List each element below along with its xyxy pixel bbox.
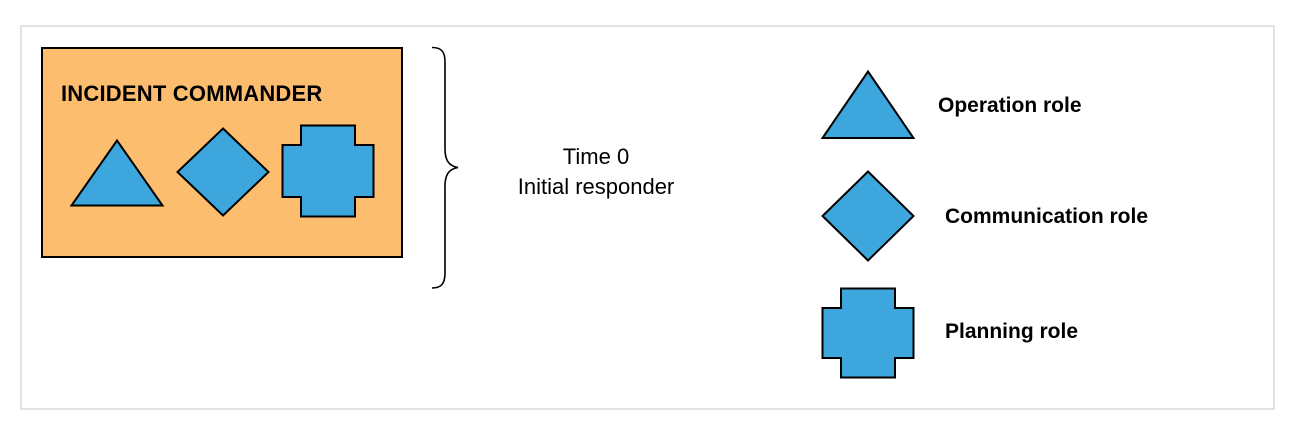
commander-cross-icon — [281, 124, 375, 218]
commander-triangle-icon — [69, 138, 165, 207]
grouping-brace — [431, 46, 459, 289]
legend-operation-role-label: Operation role — [938, 94, 1082, 117]
time-zero-label: Time 0 — [562, 144, 630, 169]
commander-diamond-icon — [176, 127, 270, 217]
initial-responder-label: Initial responder — [517, 174, 675, 199]
time-label: Time 0 Initial responder — [496, 142, 696, 202]
legend-communication-role-label: Communication role — [945, 205, 1149, 228]
legend-diamond-icon — [821, 170, 915, 262]
legend-cross-icon — [821, 287, 915, 379]
incident-commander-title: INCIDENT COMMANDER — [61, 81, 323, 106]
legend-planning-role-label: Planning role — [945, 320, 1079, 343]
legend-triangle-icon — [820, 69, 916, 139]
